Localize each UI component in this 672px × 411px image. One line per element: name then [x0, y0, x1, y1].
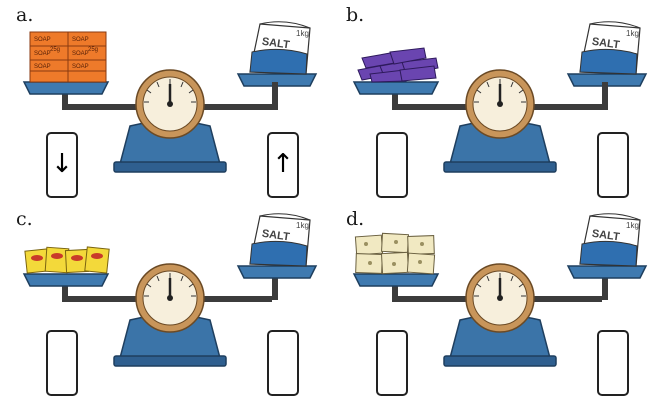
right-pan — [236, 265, 318, 279]
panel-label: c. — [16, 208, 33, 230]
right-answer-box[interactable]: ↑ — [267, 132, 299, 198]
salt-bag: SALT 1kg — [249, 213, 311, 267]
balance-scale: SALT 1kg — [352, 213, 648, 367]
left-answer-box[interactable] — [376, 132, 408, 198]
panel-label: d. — [346, 208, 365, 230]
left-answer-box[interactable]: ↓ — [46, 132, 78, 198]
balance-scale: SALT 1kg — [352, 21, 648, 173]
left-pan — [352, 81, 440, 95]
scale-base — [113, 161, 227, 173]
soap-label: SOAP — [34, 37, 51, 43]
salt-bag-weight: 1kg — [296, 221, 309, 230]
soap-label: SOAP — [72, 64, 89, 70]
left-post — [62, 88, 68, 110]
salt-bag-weight: 1kg — [626, 221, 639, 230]
salt-bag-label: SALT — [591, 36, 621, 52]
left-answer-box[interactable] — [376, 330, 408, 396]
salt-bag: SALT 1kg — [579, 213, 641, 267]
salt-bag: SALT 1kg — [249, 21, 311, 75]
left-pan — [22, 273, 110, 287]
panel-label: a. — [16, 4, 34, 26]
salt-bag: SALT 1kg — [579, 21, 641, 75]
scale-panel-a: a. — [10, 4, 328, 204]
left-pan — [352, 273, 440, 287]
salt-bag-weight: 1kg — [626, 29, 639, 38]
salt-bag-label: SALT — [591, 228, 621, 244]
soap-weight: 25g — [50, 47, 60, 53]
scale-panel-c: c. — [10, 208, 328, 408]
right-answer-box[interactable] — [597, 132, 629, 198]
yellow-packets — [24, 246, 110, 274]
soap-bars — [29, 31, 107, 83]
soap-label: SOAP — [72, 37, 89, 43]
scale-panel-d: d. — [340, 208, 658, 408]
balance-scale: SALT 1kg — [22, 213, 318, 367]
right-post — [272, 88, 278, 110]
left-answer-box[interactable] — [46, 330, 78, 396]
right-answer-box[interactable] — [267, 330, 299, 396]
soap-label: SOAP — [34, 51, 51, 57]
salt-bag-label: SALT — [261, 36, 291, 52]
balance-scale: SOAP SOAP SOAP SOAP SOAP SOAP 25g 25g SA… — [22, 21, 318, 173]
right-answer-box[interactable] — [597, 330, 629, 396]
cream-packets — [354, 232, 436, 275]
right-pan — [566, 265, 648, 279]
scale-panel-b: b. — [340, 4, 658, 204]
panel-label: b. — [346, 4, 365, 26]
up-arrow-icon: ↑ — [272, 149, 294, 179]
salt-bag-label: SALT — [261, 228, 291, 244]
salt-bag-weight: 1kg — [296, 29, 309, 38]
down-arrow-icon: ↓ — [51, 149, 73, 179]
soap-label: SOAP — [34, 64, 51, 70]
purple-packets — [357, 47, 439, 83]
left-pan — [22, 81, 110, 95]
soap-weight: 25g — [88, 47, 98, 53]
soap-label: SOAP — [72, 51, 89, 57]
